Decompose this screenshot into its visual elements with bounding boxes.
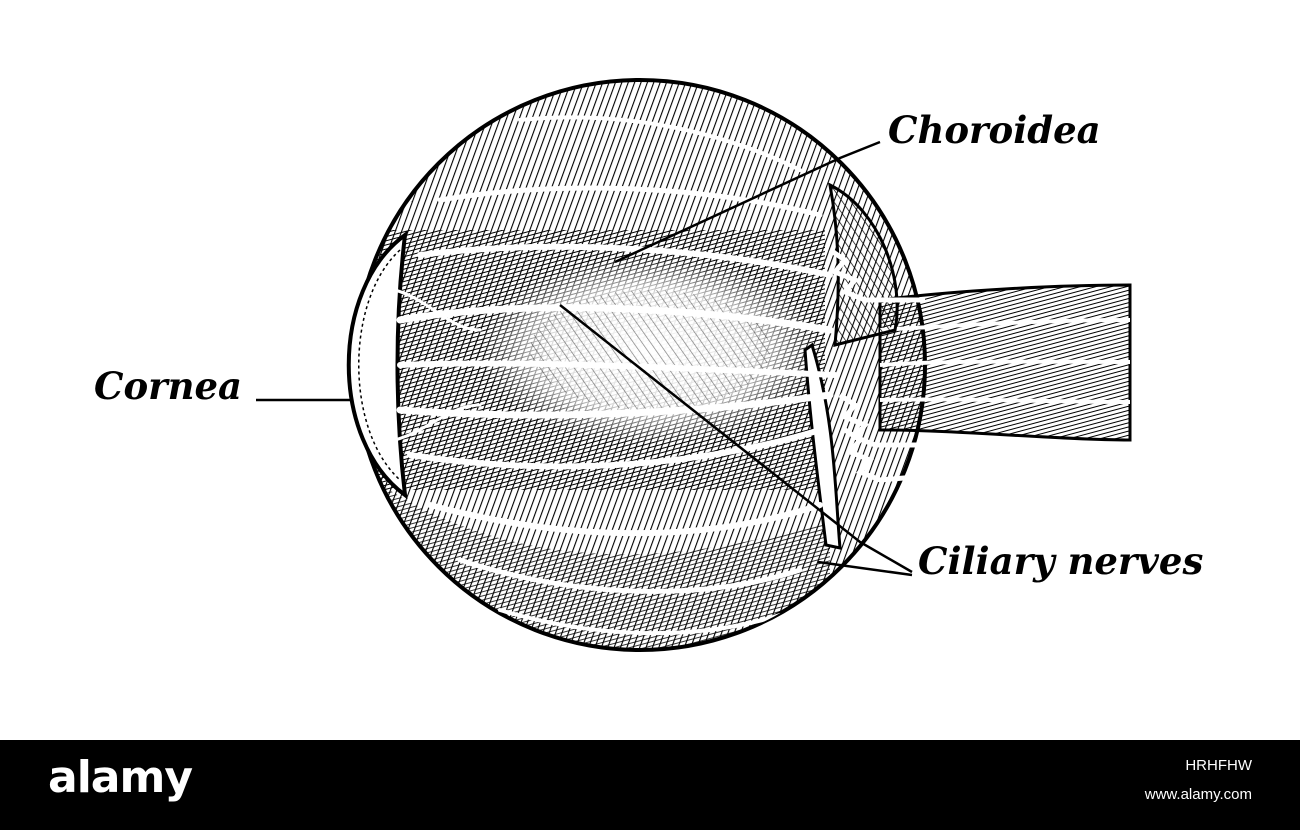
leader-lines bbox=[256, 140, 913, 577]
eyeball-illustration bbox=[256, 78, 1132, 652]
watermark-footer: alamy HRHFHW www.alamy.com bbox=[0, 740, 1300, 830]
label-cornea: Cornea bbox=[94, 364, 243, 408]
site-url: www.alamy.com bbox=[1144, 786, 1252, 803]
image-id: HRHFHW bbox=[1185, 757, 1252, 774]
brand-logo: alamy bbox=[48, 752, 193, 803]
label-choroidea: Choroidea bbox=[888, 108, 1101, 152]
optic-nerve bbox=[878, 283, 1132, 442]
leader-choroidea bbox=[614, 140, 881, 264]
label-ciliary-nerves: Ciliary nerves bbox=[918, 539, 1204, 583]
leader-ciliary-upper bbox=[559, 304, 913, 574]
cornea-shape bbox=[346, 230, 408, 500]
ciliary-vessels bbox=[393, 115, 838, 636]
wavy-nerves bbox=[828, 247, 945, 483]
leader-ciliary-lower bbox=[817, 560, 913, 577]
